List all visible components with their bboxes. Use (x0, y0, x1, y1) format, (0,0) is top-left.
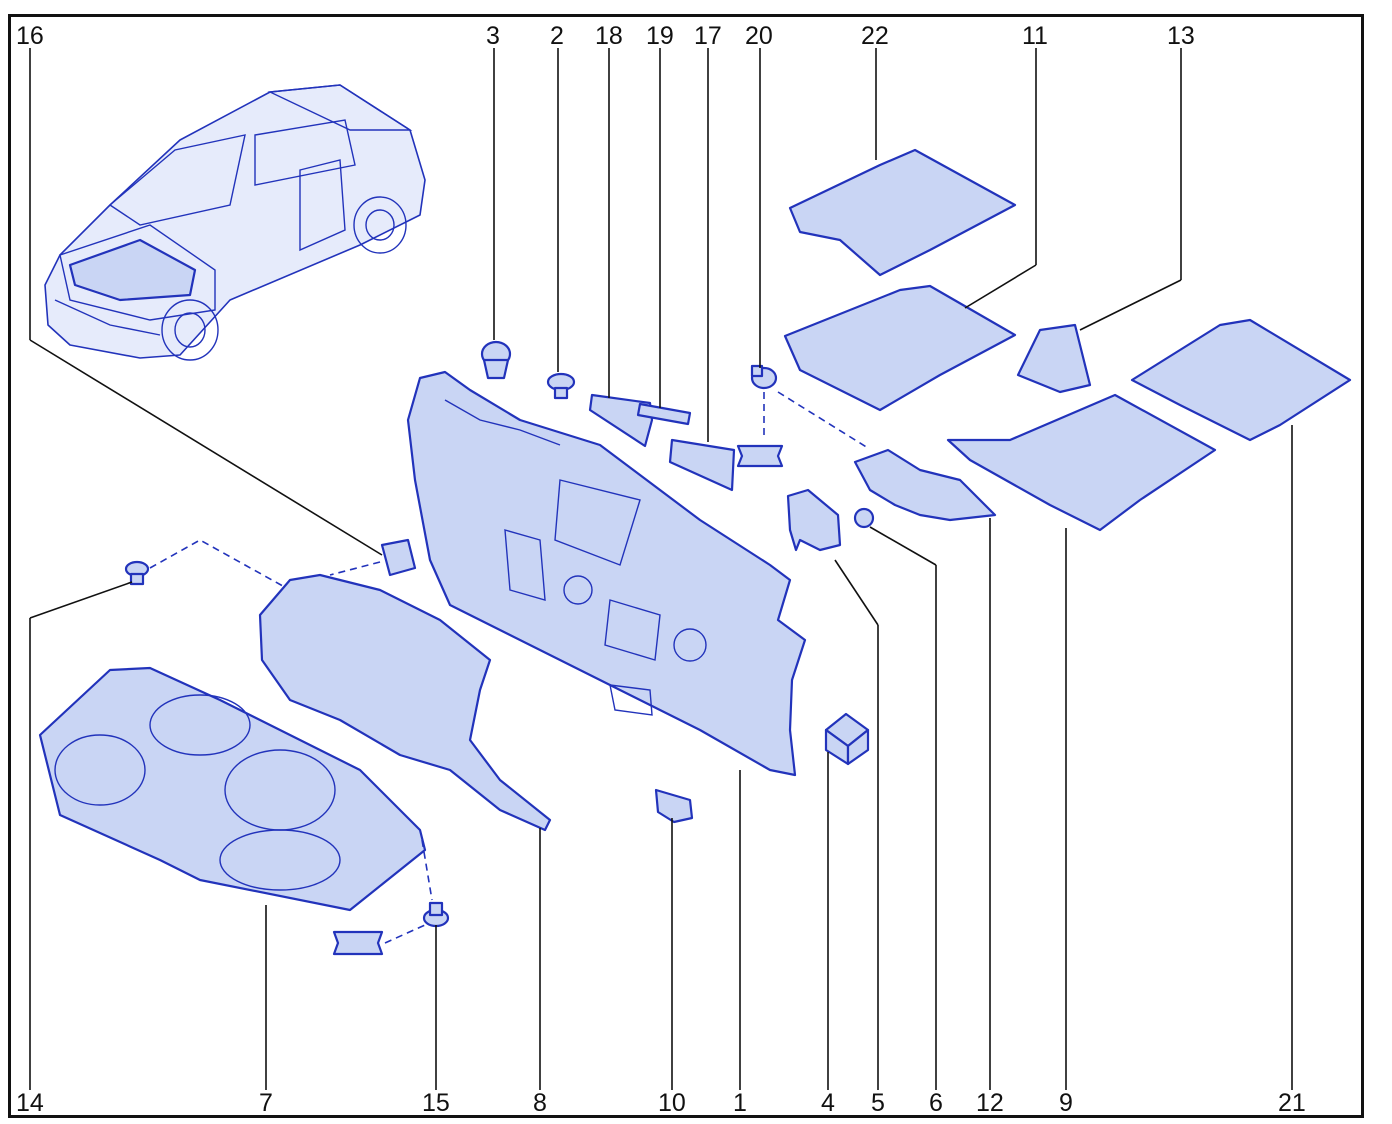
part-6-clip (853, 507, 875, 529)
callout-4: 4 (821, 1089, 835, 1117)
callout-15: 15 (422, 1089, 450, 1117)
callout-14: 14 (16, 1089, 44, 1117)
part-1-bulkhead-insulator (406, 370, 807, 777)
callout-17: 17 (694, 22, 722, 50)
callout-7: 7 (259, 1089, 273, 1117)
callout-9: 9 (1059, 1089, 1073, 1117)
part-18-pad (588, 393, 654, 448)
callout-6: 6 (929, 1089, 943, 1117)
part-8-insulator (258, 573, 552, 832)
part-2-clip (546, 372, 576, 400)
leader-lines (29, 48, 1293, 1090)
callout-13: 13 (1167, 22, 1195, 50)
part-14-clip (124, 560, 150, 586)
callout-5: 5 (871, 1089, 885, 1117)
callout-12: 12 (976, 1089, 1004, 1117)
callout-3: 3 (486, 22, 500, 50)
part-16-clip (380, 538, 417, 577)
part-15-clip (422, 901, 450, 928)
callout-2: 2 (550, 22, 564, 50)
callout-21: 21 (1278, 1089, 1306, 1117)
part-12-pad (853, 448, 997, 522)
label-patch-upper (736, 444, 784, 468)
part-19-strip (636, 402, 692, 426)
callout-11: 11 (1022, 22, 1048, 50)
callout-1: 1 (733, 1089, 747, 1117)
callout-22: 22 (861, 22, 889, 50)
car-illustration (44, 84, 426, 361)
callout-8: 8 (533, 1089, 547, 1117)
part-22-floor-insulator (788, 148, 1017, 277)
part-17-pad (668, 438, 736, 492)
label-patch-lower (332, 930, 384, 956)
part-11-floor-insulator (783, 284, 1017, 412)
callout-10: 10 (658, 1089, 686, 1117)
part-13-gear-boot (1016, 323, 1092, 394)
part-4-block (824, 712, 870, 766)
part-20-clip (750, 364, 778, 390)
part-21-floor-insulator (1130, 318, 1352, 442)
part-10-clip (654, 788, 694, 824)
callout-20: 20 (745, 22, 773, 50)
diagram-frame (8, 14, 1364, 1118)
part-3-clip (480, 340, 512, 380)
callout-16: 16 (16, 22, 44, 50)
callout-19: 19 (646, 22, 674, 50)
part-9-floor-insulator (946, 393, 1217, 532)
part-5-bracket (786, 488, 842, 552)
callout-18: 18 (595, 22, 623, 50)
